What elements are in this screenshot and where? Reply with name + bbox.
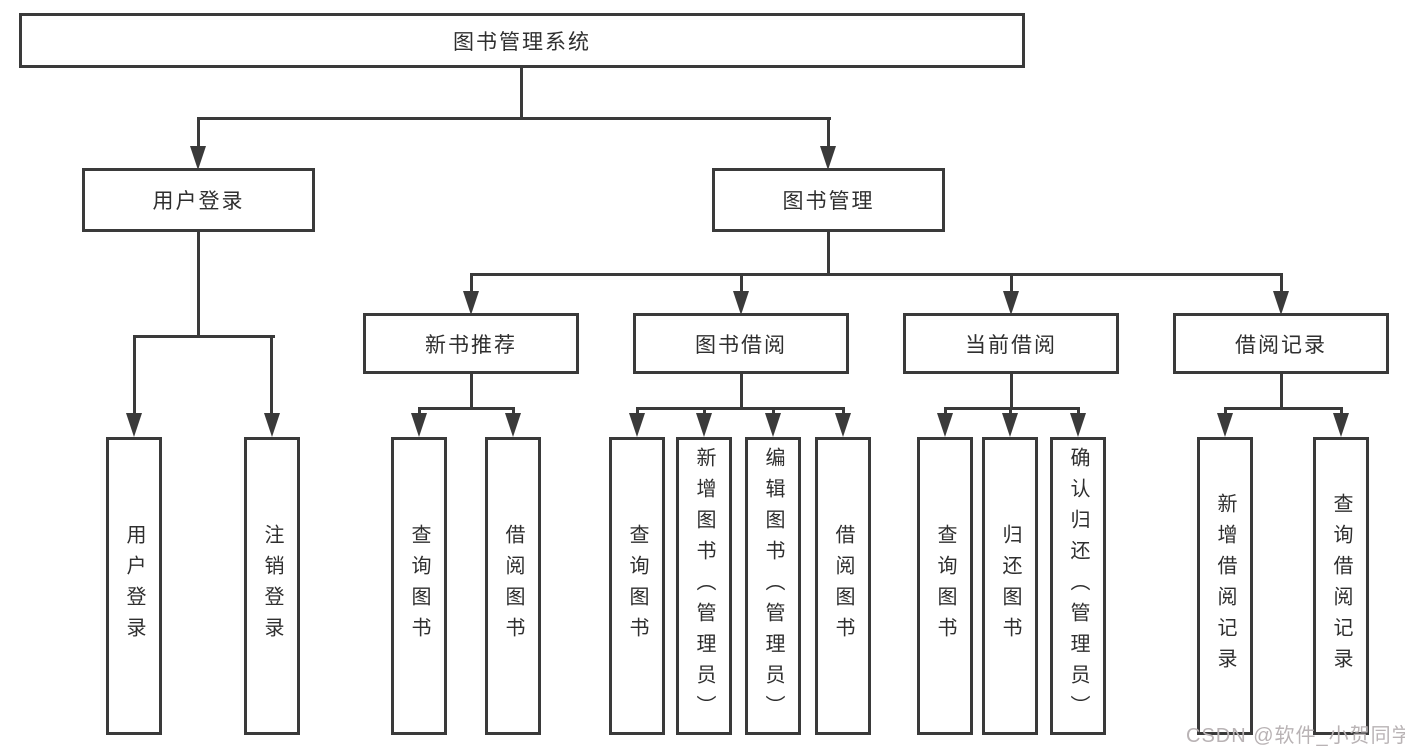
connector-level2-rail — [197, 117, 831, 120]
node-user-login-label: 用户登录 — [152, 190, 245, 213]
connector-leaf-drop — [270, 335, 273, 415]
leaf-label: 查询图书 — [626, 524, 648, 648]
node-new-book-recommend: 新书推荐 — [363, 313, 579, 374]
connector-leaf-drop — [772, 407, 775, 417]
connector-leaf-drop — [1340, 407, 1343, 417]
leaf-label: 查询借阅记录 — [1330, 493, 1352, 679]
connector-leaf-drop — [1009, 407, 1012, 417]
connector-level3-drop — [1010, 273, 1013, 293]
arrow-down-icon — [820, 146, 836, 170]
connector-leaf-drop — [1077, 407, 1080, 417]
connector-leaf-drop — [944, 407, 947, 417]
leaf-label: 注销登录 — [261, 524, 283, 648]
node-current-borrow: 当前借阅 — [903, 313, 1119, 374]
connector-group-rail — [636, 407, 845, 410]
leaf-add-borrow-record: 新增借阅记录 — [1197, 437, 1253, 735]
connector-leaf-drop — [133, 335, 136, 415]
connector-leaf-drop — [703, 407, 706, 417]
connector-level3-drop — [1280, 273, 1283, 293]
leaf-confirm-return-admin: 确认归还（管理员） — [1050, 437, 1106, 735]
connector-leaf-drop — [842, 407, 845, 417]
arrow-down-icon — [733, 291, 749, 315]
node-borrow-record: 借阅记录 — [1173, 313, 1389, 374]
connector-user-login-rail — [133, 335, 275, 338]
connector-group-rail — [418, 407, 515, 410]
arrow-down-icon — [696, 413, 712, 437]
connector-level3-rail — [470, 273, 1283, 276]
arrow-down-icon — [1333, 413, 1349, 437]
node-book-borrow: 图书借阅 — [633, 313, 849, 374]
connector-group-stem — [1010, 374, 1013, 410]
leaf-borrow-books: 借阅图书 — [485, 437, 541, 735]
node-current-borrow-label: 当前借阅 — [965, 333, 1057, 357]
node-book-borrow-label: 图书借阅 — [695, 333, 787, 357]
leaf-query-books: 查询图书 — [917, 437, 973, 735]
connector-group-stem — [1280, 374, 1283, 410]
connector-group-rail — [1224, 407, 1343, 410]
leaf-logout: 注销登录 — [244, 437, 300, 735]
leaf-query-borrow-record: 查询借阅记录 — [1313, 437, 1369, 735]
node-book-management-label: 图书管理 — [782, 190, 875, 213]
arrow-down-icon — [1003, 291, 1019, 315]
arrow-down-icon — [264, 413, 280, 437]
arrow-down-icon — [1273, 291, 1289, 315]
leaf-label: 查询图书 — [934, 524, 956, 648]
leaf-label: 用户登录 — [123, 524, 145, 648]
node-root-label: 图书管理系统 — [453, 30, 591, 54]
node-book-management: 图书管理 — [712, 168, 945, 232]
arrow-down-icon — [463, 291, 479, 315]
connector-book-mgmt-drop — [827, 117, 830, 149]
leaf-label: 查询图书 — [408, 524, 430, 648]
connector-user-login-drop — [197, 117, 200, 149]
connector-leaf-drop — [512, 407, 515, 417]
leaf-user-login: 用户登录 — [106, 437, 162, 735]
node-borrow-record-label: 借阅记录 — [1235, 333, 1327, 357]
node-new-book-recommend-label: 新书推荐 — [425, 333, 517, 357]
leaf-label: 编辑图书（管理员） — [762, 446, 784, 726]
arrow-down-icon — [937, 413, 953, 437]
arrow-down-icon — [1002, 413, 1018, 437]
connector-group-stem — [470, 374, 473, 410]
leaf-label: 归还图书 — [999, 524, 1021, 648]
leaf-label: 确认归还（管理员） — [1067, 446, 1089, 726]
node-root: 图书管理系统 — [19, 13, 1025, 68]
arrow-down-icon — [126, 413, 142, 437]
leaf-label: 新增借阅记录 — [1214, 493, 1236, 679]
connector-user-login-stem — [197, 232, 200, 338]
arrow-down-icon — [835, 413, 851, 437]
arrow-down-icon — [1217, 413, 1233, 437]
connector-book-mgmt-stem — [827, 232, 830, 276]
connector-leaf-drop — [1224, 407, 1227, 417]
watermark: CSDN @软件_小贺同学 — [1186, 725, 1405, 747]
node-user-login: 用户登录 — [82, 168, 315, 232]
connector-group-stem — [740, 374, 743, 410]
connector-leaf-drop — [418, 407, 421, 417]
leaf-return-books: 归还图书 — [982, 437, 1038, 735]
leaf-label: 新增图书（管理员） — [693, 446, 715, 726]
connector-level3-drop — [740, 273, 743, 293]
arrow-down-icon — [1070, 413, 1086, 437]
arrow-down-icon — [411, 413, 427, 437]
arrow-down-icon — [629, 413, 645, 437]
connector-root-stem — [520, 68, 523, 120]
connector-leaf-drop — [636, 407, 639, 417]
arrow-down-icon — [765, 413, 781, 437]
leaf-edit-books-admin: 编辑图书（管理员） — [745, 437, 801, 735]
leaf-label: 借阅图书 — [832, 524, 854, 648]
arrow-down-icon — [505, 413, 521, 437]
leaf-label: 借阅图书 — [502, 524, 524, 648]
connector-level3-drop — [470, 273, 473, 293]
arrow-down-icon — [190, 146, 206, 170]
leaf-query-books: 查询图书 — [609, 437, 665, 735]
leaf-query-books: 查询图书 — [391, 437, 447, 735]
connector-group-rail — [944, 407, 1080, 410]
leaf-borrow-books: 借阅图书 — [815, 437, 871, 735]
leaf-add-books-admin: 新增图书（管理员） — [676, 437, 732, 735]
